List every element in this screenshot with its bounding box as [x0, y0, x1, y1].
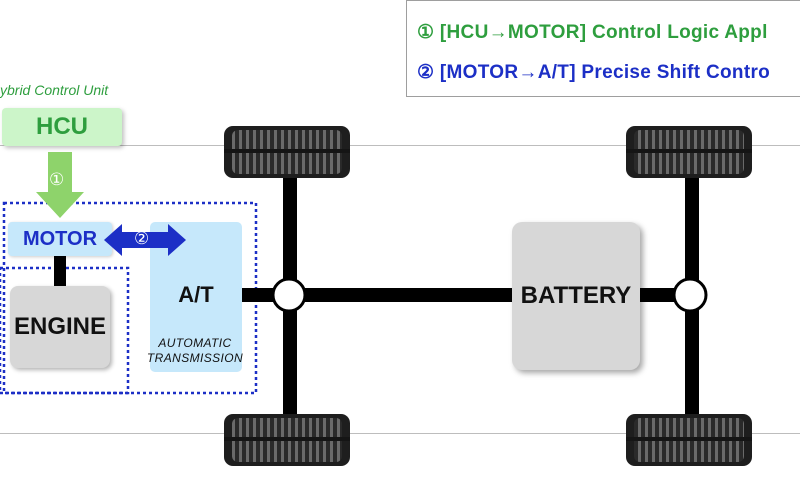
tire-icon-rear-top: [626, 126, 752, 178]
battery-box: [512, 222, 640, 370]
hcu-caption: ybrid Control Unit: [0, 82, 109, 98]
transmission-caption-line2: TRANSMISSION: [146, 351, 244, 365]
engine-motor-link: [54, 256, 66, 286]
tire-icon-front-bottom: [224, 414, 350, 466]
top-guide-line: [0, 145, 800, 146]
tire-icon-front-top: [224, 126, 350, 178]
double-arrow-icon: [104, 224, 186, 256]
motor-at-boundary: [2, 201, 258, 395]
arrow-down-icon: [36, 152, 84, 218]
front-joint-icon: [271, 277, 307, 313]
rear-joint-icon: [672, 277, 708, 313]
hcu-box: HCU: [2, 108, 122, 146]
step2-marker: ②: [134, 229, 150, 248]
step1-marker: ①: [49, 170, 65, 189]
battery-label: BATTERY: [520, 282, 632, 309]
tire-icon-rear-bottom: [626, 414, 752, 466]
transmission-caption-line1: AUTOMATIC: [158, 336, 232, 350]
transmission-caption: AUTOMATIC TRANSMISSION: [130, 336, 260, 366]
transmission-label: A/T: [178, 282, 214, 307]
motor-box: MOTOR: [8, 222, 112, 256]
bottom-guide-line: [0, 433, 800, 434]
legend-line-hcu-motor: ① [HCU→MOTOR] Control Logic Appl: [417, 22, 768, 43]
engine-box: ENGINE: [10, 286, 110, 368]
legend-box: ① [HCU→MOTOR] Control Logic Appl ② [MOTO…: [406, 0, 800, 97]
legend-line-motor-at: ② [MOTOR→A/T] Precise Shift Contro: [417, 62, 771, 83]
